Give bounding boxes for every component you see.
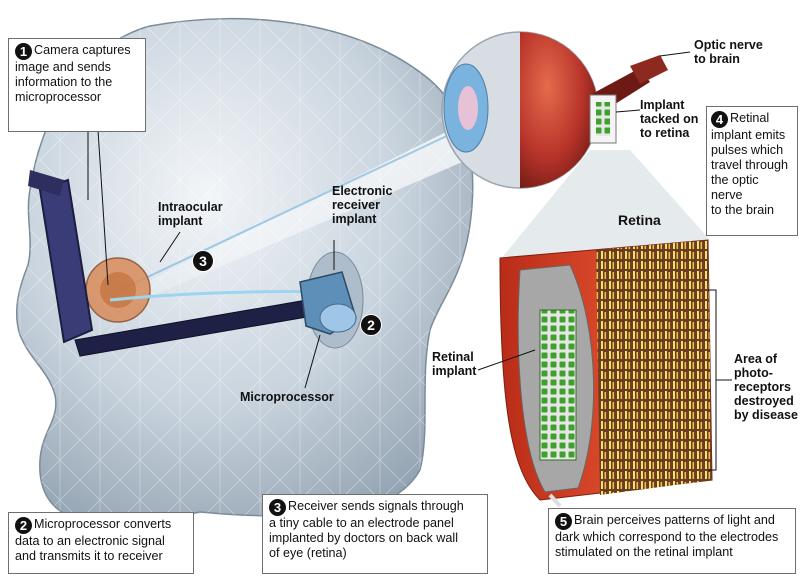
optic-nerve-label: Optic nerve to brain [694,38,763,66]
step-4-number: 4 [711,111,728,128]
step-1-line-4: microprocessor [15,90,101,104]
step-5-line-3: stimulated on the retinal implant [555,545,733,559]
photoreceptors-label-line-4: destroyed [734,394,798,408]
photoreceptors-label-line-3: receptors [734,380,798,394]
step-1-number: 1 [15,43,32,60]
receiver-label-line-2: receiver [332,198,392,212]
receiver-label-line-1: Electronic [332,184,392,198]
retinal-implant-label-line-2: implant [432,364,476,378]
implant-tacked-label-line-1: Implant [640,98,698,112]
photoreceptors-label-line-2: photo- [734,366,798,380]
photoreceptors-label: Area of photo- receptors destroyed by di… [734,352,798,422]
optic-nerve-label-line-2: to brain [694,52,763,66]
step-5-number: 5 [555,513,572,530]
step-4-line-6: to the brain [711,203,774,217]
microprocessor-label-line-1: Microprocessor [240,390,334,404]
step-2-number: 2 [15,517,32,534]
retina-cross-section [500,240,712,506]
step-1-line-1: Camera captures [34,43,131,57]
step-1-line-2: image and sends [15,60,111,74]
receiver-label-line-3: implant [332,212,392,226]
step-2-line-2: data to an electronic signal [15,534,165,548]
step-4-line-2: implant emits [711,128,785,142]
receiver-label: Electronic receiver implant [332,184,392,226]
microprocessor-label: Microprocessor [240,390,334,404]
intraocular-label: Intraocular implant [158,200,223,228]
step-4-line-1: Retinal [730,111,769,125]
cable-step-badge: 3 [192,250,214,272]
step-3-line-3: implanted by doctors on back wall [269,531,458,545]
step-4-line-4: travel through [711,158,788,172]
step-2-line-1: Microprocessor converts [34,517,171,531]
retina-title: Retina [618,212,661,228]
photoreceptors-label-line-5: by disease [734,408,798,422]
step-3-line-1: Receiver sends signals through [288,499,464,513]
implant-tacked-label: Implant tacked on to retina [640,98,698,140]
receiver-step-badge: 2 [360,314,382,336]
implant-tacked-label-line-2: tacked on [640,112,698,126]
implant-tacked-label-line-3: to retina [640,126,698,140]
intraocular-label-line-2: implant [158,214,223,228]
step-5-line-2: dark which correspond to the electrodes [555,530,778,544]
photoreceptors-label-line-1: Area of [734,352,798,366]
electrode-array [540,310,576,460]
step-5-line-1: Brain perceives patterns of light and [574,513,775,527]
step-4-line-5: the optic nerve [711,173,759,202]
step-2-line-3: and transmits it to receiver [15,549,163,563]
intraocular-label-line-1: Intraocular [158,200,223,214]
step-3-line-4: of eye (retina) [269,546,347,560]
step-4-line-3: pulses which [711,143,783,157]
optic-nerve-label-line-1: Optic nerve [694,38,763,52]
step-3-number: 3 [269,499,286,516]
retinal-implant-label: Retinal implant [432,350,476,378]
retinal-implant-label-line-1: Retinal [432,350,476,364]
step-3-line-2: a tiny cable to an electrode panel [269,516,454,530]
step-1-line-3: information to the [15,75,112,89]
